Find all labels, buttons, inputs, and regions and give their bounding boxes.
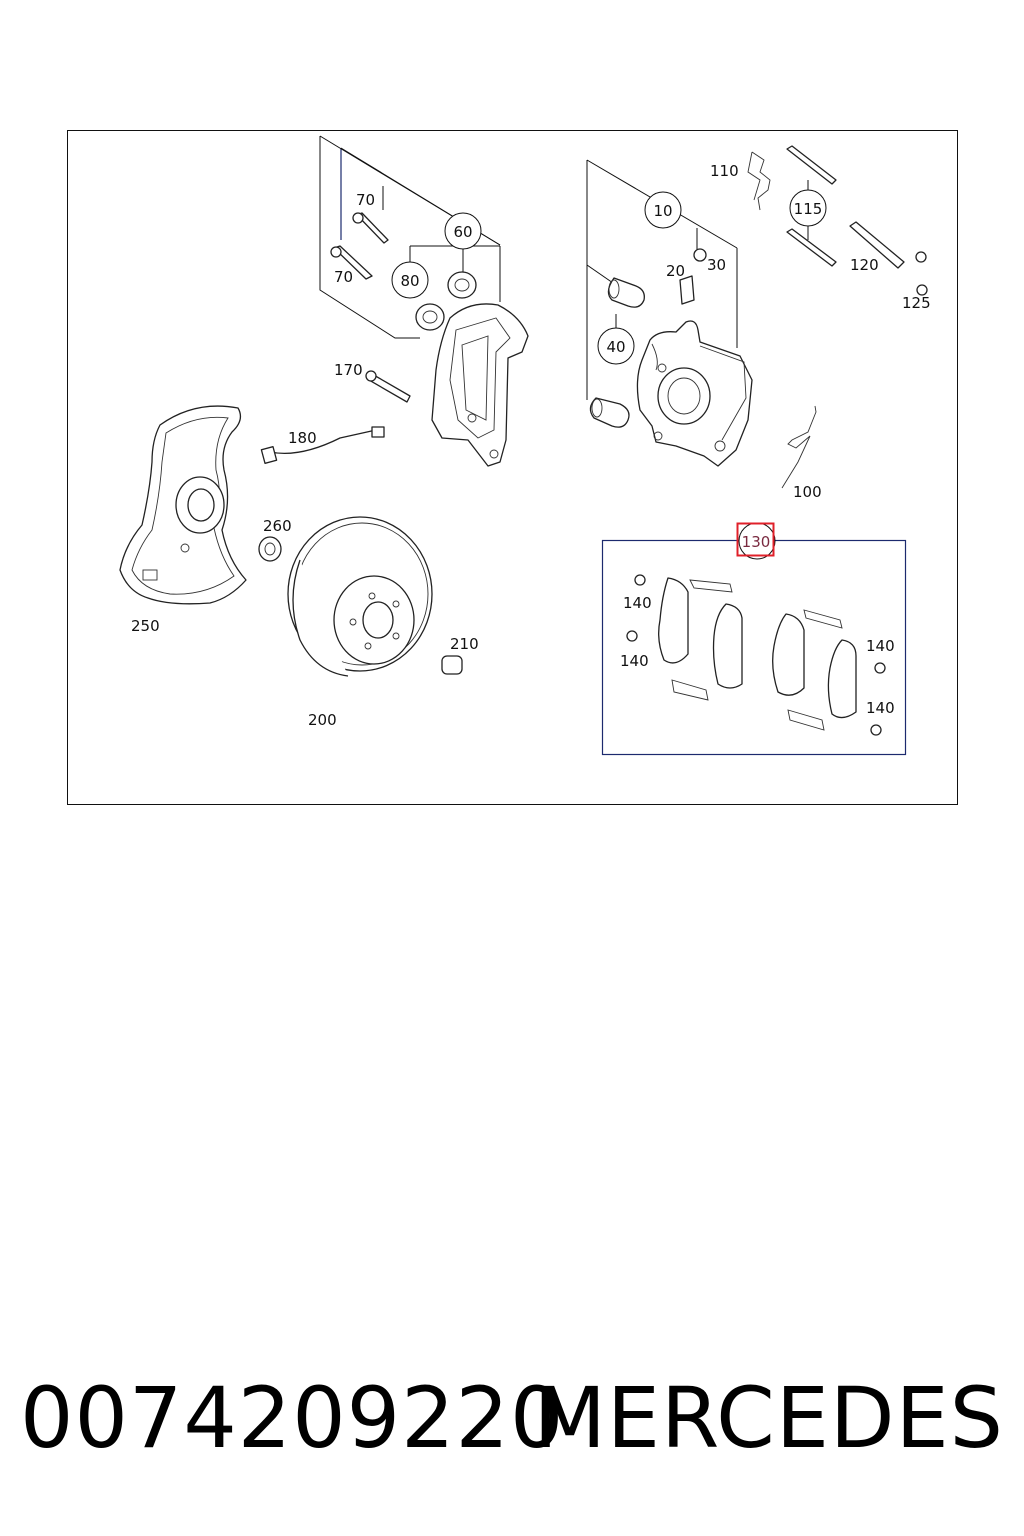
part-number: 0074209220 xyxy=(20,1369,565,1467)
spring-clip xyxy=(781,405,817,489)
callout-bubble-10 xyxy=(644,191,682,229)
bolts xyxy=(330,145,928,403)
caliper-carrier xyxy=(431,303,529,467)
brake-pads xyxy=(626,574,886,736)
brake-disc xyxy=(287,516,433,677)
splash-shield xyxy=(119,405,247,605)
label-110: 110 xyxy=(710,162,739,180)
caliper-housing xyxy=(636,320,753,467)
wear-sensor xyxy=(260,426,385,464)
label-20: 20 xyxy=(666,262,685,280)
label-250: 250 xyxy=(131,617,160,635)
label-140-upper-right: 140 xyxy=(866,637,895,655)
caption-bar: 0074209220 MERCEDES xyxy=(0,1368,1024,1468)
label-70-lower: 70 xyxy=(334,268,353,286)
label-125: 125 xyxy=(902,294,931,312)
label-60: 60 xyxy=(453,223,472,241)
anti-rattle-clip xyxy=(747,151,771,211)
diagram-frame xyxy=(67,130,958,805)
label-40: 40 xyxy=(606,338,625,356)
brand-name: MERCEDES xyxy=(533,1369,1004,1467)
label-200: 200 xyxy=(308,711,337,729)
highlight-box-130 xyxy=(736,522,775,557)
label-115: 115 xyxy=(794,200,823,218)
label-140-lower-left: 140 xyxy=(620,652,649,670)
label-170: 170 xyxy=(334,361,363,379)
label-120: 120 xyxy=(850,256,879,274)
label-100: 100 xyxy=(793,483,822,501)
label-260: 260 xyxy=(263,517,292,535)
label-130: 130 xyxy=(742,533,771,551)
pad-kit-box xyxy=(601,539,907,756)
callout-bubble-40 xyxy=(597,327,635,365)
label-210: 210 xyxy=(450,635,479,653)
label-180: 180 xyxy=(288,429,317,447)
label-140-upper-left: 140 xyxy=(623,594,652,612)
label-10: 10 xyxy=(653,202,672,220)
brake-exploded-diagram: 10 20 30 40 60 70 70 80 100 110 115 120 … xyxy=(67,130,958,805)
label-140-lower-right: 140 xyxy=(866,699,895,717)
label-70-upper: 70 xyxy=(356,191,375,209)
label-30: 30 xyxy=(707,256,726,274)
callout-bubble-115 xyxy=(789,189,827,227)
callout-bubble-80 xyxy=(391,261,429,299)
guide-bushings xyxy=(258,271,645,675)
callout-bubble-60 xyxy=(444,212,482,250)
label-80: 80 xyxy=(400,272,419,290)
